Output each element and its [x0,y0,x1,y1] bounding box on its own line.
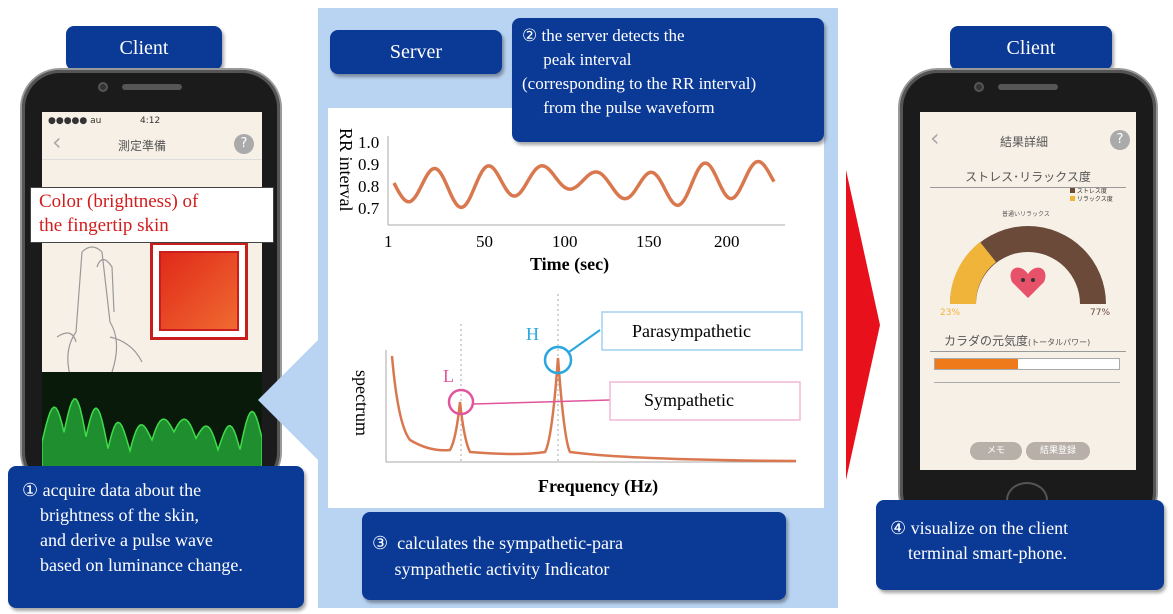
left-phone-speaker [122,84,182,90]
right-nav-title: 結果詳細 [1000,135,1049,149]
stress-legend: ストレス度 リラックス度 [1070,188,1113,204]
legend-stress: ストレス度 [1076,188,1107,195]
finger-sketch [56,246,143,383]
left-phone-screen: ●●●●● au 4:12 ‹ 測定準備 ? [42,112,262,490]
memo-button[interactable]: メモ [970,442,1022,460]
flow-arrow [846,170,880,480]
right-phone-speaker [998,84,1058,90]
energy-title-text: カラダの元気度 [944,334,1029,348]
l-peak-circle [447,388,475,416]
relax-percent: 23% [940,308,961,318]
rr-xlabel: Time (sec) [530,254,609,275]
symp-label-box [609,381,801,421]
right-phone-screen: ‹ 結果詳細 ? ストレス･リラックス度 ストレス度 リラックス度 普通いリラッ… [920,112,1136,470]
energy-bar-fill [935,359,1018,369]
spectrum-chart: spectrum L H Parasympathetic Sympathetic… [352,294,803,497]
right-client-label-text: Client [1006,36,1056,59]
right-back-icon[interactable]: ‹ [930,124,940,152]
energy-section-title: カラダの元気度(トータルパワー) [930,332,1126,352]
server-note-top: ② the server detects the peak interval (… [512,18,824,142]
left-status-bar: ●●●●● au 4:12 [48,116,258,130]
left-note: ① acquire data about the brightness of t… [8,466,304,608]
spectrum-xlabel: Frequency (Hz) [538,476,658,497]
left-help-icon[interactable]: ? [234,134,254,154]
server-pointer [258,330,328,470]
right-note: ④ visualize on the client terminal smart… [876,500,1164,590]
right-client-label: Client [950,26,1112,70]
left-nav-title: 測定準備 [118,139,167,153]
left-client-label: Client [66,26,222,70]
left-status-time: 4:12 [140,116,161,126]
server-label-text: Server [389,40,443,63]
rr-xtick-3: 100 [552,232,578,251]
right-phone: ‹ 結果詳細 ? ストレス･リラックス度 ストレス度 リラックス度 普通いリラッ… [900,70,1156,530]
stress-percent: 77% [1090,308,1111,318]
h-peak-label: H [526,324,539,344]
left-nav-bar: ‹ 測定準備 ? [42,128,262,160]
gauge-top-label: 普通いリラックス [1002,210,1050,218]
rr-xtick-4: 150 [636,232,662,251]
h-peak-circle [543,345,573,375]
symp-label: Sympathetic [644,390,734,410]
right-phone-camera [974,82,984,92]
energy-title-sub: (トータルパワー) [1028,338,1091,347]
server-note-bottom: ③ calculates the sympathetic-para sympat… [362,512,786,600]
energy-scale [934,382,1120,383]
para-connector [568,329,601,353]
left-phone-camera [98,82,108,92]
rr-xtick-5: 200 [714,232,740,251]
rr-interval-chart: RR interval 1.0 0.9 0.8 0.7 1 50 100 150… [336,128,785,275]
left-client-label-text: Client [119,36,169,59]
legend-relax: リラックス度 [1076,196,1113,203]
stress-section-title: ストレス･リラックス度 [930,168,1126,188]
l-peak-label: L [443,366,454,386]
rr-ytick-4: 0.7 [358,199,380,218]
register-button[interactable]: 結果登録 [1026,442,1090,460]
rr-xtick-2: 50 [476,232,493,251]
rr-xtick-1: 1 [384,232,393,251]
spectrum-ylabel: spectrum [352,370,372,436]
left-status-signal: ●●●●● au [48,116,102,126]
rr-ylabel: RR interval [336,128,356,212]
left-callout: Color (brightness) of the fingertip skin [30,187,274,243]
para-label-box [601,311,803,351]
left-back-icon[interactable]: ‹ [52,128,62,156]
para-label: Parasympathetic [632,321,751,341]
symp-connector [472,399,611,405]
rr-ytick-2: 0.9 [358,155,379,174]
stress-gauge: 普通いリラックス [949,210,1106,304]
right-help-icon[interactable]: ? [1110,130,1130,150]
left-phone: ●●●●● au 4:12 ‹ 測定準備 ? [22,70,280,490]
energy-bar [934,358,1120,370]
fingertip-color-square [150,242,248,340]
spectrum-curve [390,355,797,463]
rr-series-line [392,159,776,210]
server-label: Server [330,30,502,74]
rr-ytick-1: 1.0 [358,133,379,152]
rr-ytick-3: 0.8 [358,177,379,196]
right-nav-bar: ‹ 結果詳細 ? [920,124,1136,158]
